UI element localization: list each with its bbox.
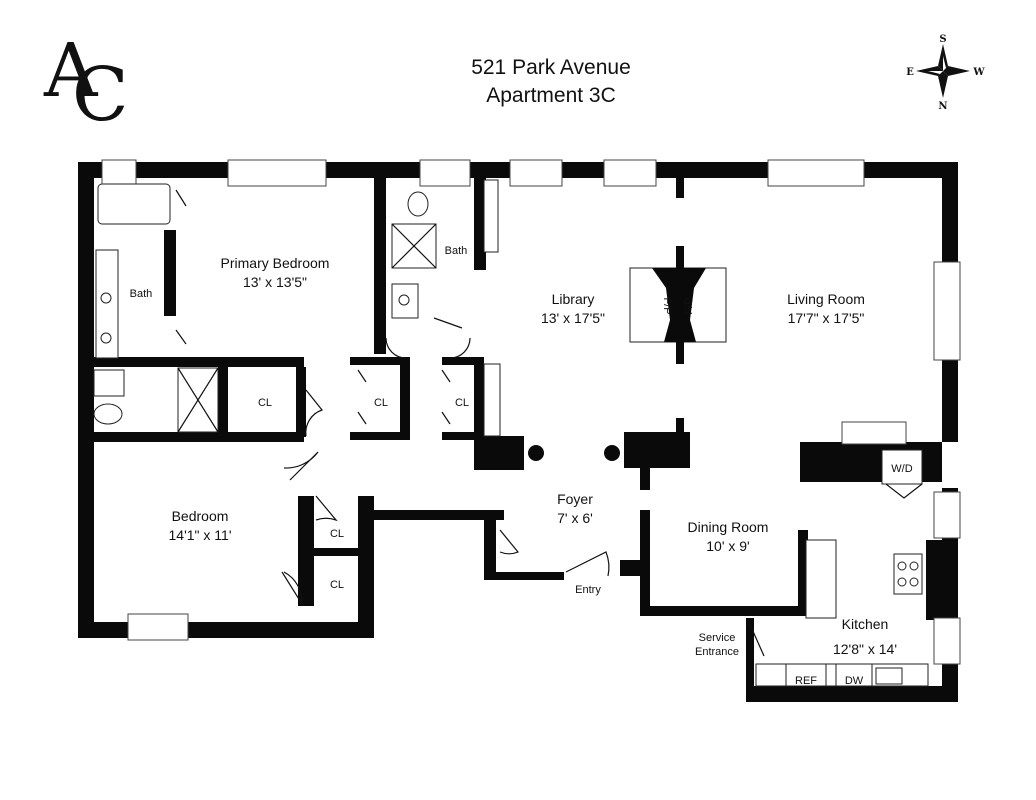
toilet-icon-2 [407, 191, 429, 217]
vanity-icon [95, 249, 119, 359]
label-bath-primary: Bath [130, 288, 153, 300]
label-closet-3: CL [455, 397, 469, 409]
bathtub-icon [97, 183, 171, 225]
logo-letter-a: A [43, 28, 99, 114]
column-2 [604, 445, 620, 461]
compass-north: N [938, 101, 947, 112]
room-size-foyer: 7' x 6' [557, 510, 593, 526]
washer-dryer-icon [881, 449, 923, 485]
label-fireplace-living: F/P [683, 297, 695, 314]
compass-south: S [939, 34, 946, 45]
compass-rose-icon: S N E W [906, 34, 985, 112]
label-bath-second: Bath [445, 245, 468, 257]
room-name-dining-room: Dining Room [688, 519, 769, 535]
room-name-primary-bedroom: Primary Bedroom [221, 255, 330, 271]
room-size-dining-room: 10' x 9' [706, 538, 749, 554]
address-line-1: 521 Park Avenue [471, 56, 631, 79]
label-refrigerator: REF [795, 675, 817, 687]
room-name-kitchen: Kitchen [842, 616, 889, 632]
room-size-living-room: 17'7" x 17'5" [788, 310, 865, 326]
room-name-living-room: Living Room [787, 291, 865, 307]
label-entry: Entry [575, 584, 601, 596]
kitchen-sink-icon [875, 667, 903, 685]
refrigerator-icon [785, 663, 827, 687]
label-closet-4: CL [330, 528, 344, 540]
address-line-2: Apartment 3C [486, 84, 616, 107]
label-dishwasher: DW [845, 675, 864, 687]
compass-west: W [972, 67, 985, 78]
room-size-bedroom: 14'1" x 11' [169, 527, 232, 543]
toilet-icon [93, 369, 125, 397]
logo: A C [43, 28, 129, 138]
label-closet-1: CL [258, 397, 272, 409]
room-name-bedroom: Bedroom [172, 508, 229, 524]
room-size-primary-bedroom: 13' x 13'5" [243, 274, 307, 290]
room-name-foyer: Foyer [557, 491, 593, 507]
windows [101, 159, 961, 665]
label-closet-5: CL [330, 579, 344, 591]
label-washer-dryer: W/D [891, 463, 912, 475]
dishwasher-icon [835, 663, 873, 687]
column-1 [528, 445, 544, 461]
compass-east: E [906, 67, 914, 78]
fixtures [93, 179, 929, 687]
door-swings [175, 189, 923, 657]
label-service-entrance-2: Entrance [695, 646, 739, 658]
label-closet-2: CL [374, 397, 388, 409]
room-size-library: 13' x 17'5" [541, 310, 605, 326]
stove-icon [893, 553, 923, 595]
label-service-entrance-1: Service [699, 632, 736, 644]
logo-letter-c: C [72, 52, 129, 138]
label-fireplace-library: F/P [661, 297, 673, 314]
room-name-library: Library [552, 291, 595, 307]
room-size-kitchen: 12'8" x 14' [833, 641, 897, 657]
